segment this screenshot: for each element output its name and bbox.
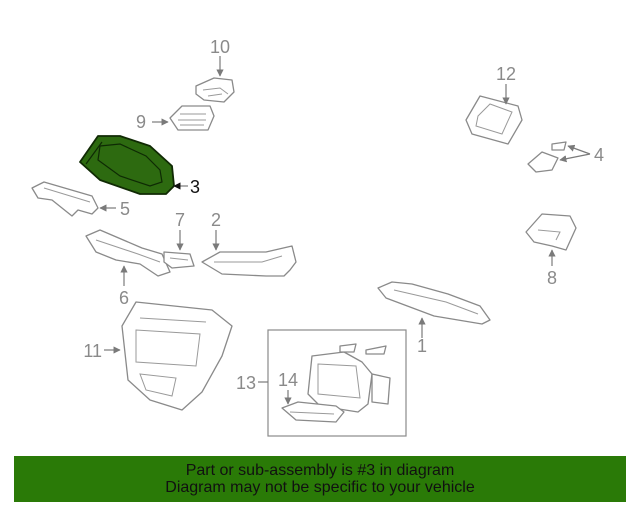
part-13-display-unit[interactable] (307, 343, 391, 413)
part-3-meter-visor[interactable] (79, 135, 175, 195)
callout-12: 12 (496, 64, 516, 105)
callout-3: 3 (173, 177, 200, 197)
svg-text:14: 14 (278, 370, 298, 390)
svg-text:11: 11 (83, 341, 102, 361)
part-12-upper-cover[interactable] (465, 95, 523, 145)
callout-5: 5 (99, 199, 130, 219)
part-6-side-garnish[interactable] (85, 229, 171, 277)
svg-text:8: 8 (547, 268, 557, 288)
callout-7: 7 (175, 210, 185, 251)
svg-text:5: 5 (120, 199, 130, 219)
callout-4: 4 (559, 144, 604, 165)
info-banner: Part or sub-assembly is #3 in diagram Di… (14, 456, 626, 502)
part-4-clips[interactable] (527, 141, 567, 173)
svg-text:4: 4 (594, 145, 604, 165)
callout-9: 9 (136, 112, 169, 132)
svg-text:9: 9 (136, 112, 146, 132)
svg-text:3: 3 (190, 177, 200, 197)
svg-text:7: 7 (175, 210, 185, 230)
part-2-lower-panel[interactable] (201, 245, 297, 277)
callout-10: 10 (210, 37, 230, 77)
callout-11: 11 (83, 341, 121, 361)
svg-text:2: 2 (211, 210, 221, 230)
part-14-pocket-tray[interactable] (281, 401, 345, 423)
parts-diagram: 10 9 3 5 6 7 (31, 37, 604, 437)
part-8-side-panel[interactable] (525, 213, 577, 251)
callout-2: 2 (211, 210, 221, 251)
svg-text:12: 12 (496, 64, 516, 84)
callout-13: 13 (236, 373, 268, 393)
part-11-center-bezel[interactable] (121, 301, 233, 411)
callout-6: 6 (119, 265, 129, 308)
part-9-vent[interactable] (169, 105, 215, 131)
part-5-trim-strip[interactable] (31, 181, 99, 217)
callout-14: 14 (278, 370, 298, 405)
svg-text:1: 1 (417, 336, 427, 356)
part-7-clip[interactable] (163, 251, 195, 269)
banner-line-2: Diagram may not be specific to your vehi… (165, 479, 475, 496)
callout-8: 8 (547, 249, 557, 288)
svg-text:10: 10 (210, 37, 230, 57)
svg-text:13: 13 (236, 373, 256, 393)
part-1-lower-panel[interactable] (377, 281, 491, 325)
banner-line-1: Part or sub-assembly is #3 in diagram (185, 462, 455, 479)
svg-text:6: 6 (119, 288, 129, 308)
callout-1: 1 (417, 317, 427, 356)
part-10-vent[interactable] (195, 77, 235, 103)
